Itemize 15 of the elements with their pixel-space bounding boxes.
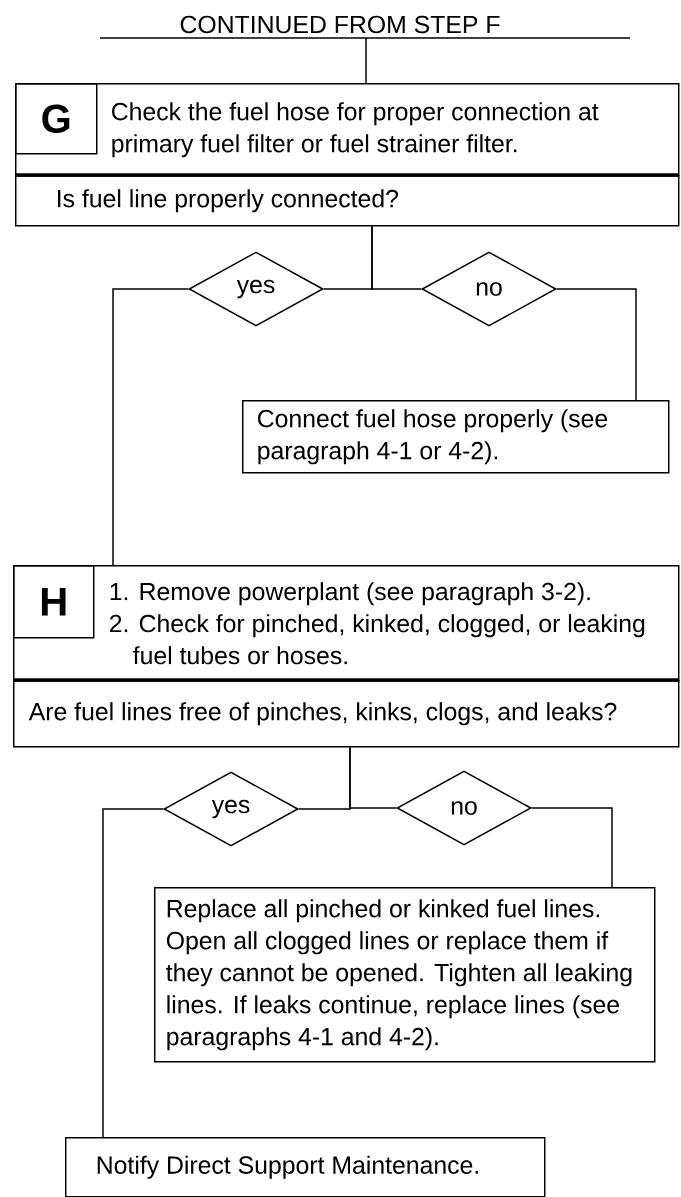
connector-line: [102, 808, 164, 1138]
connector-line: [365, 37, 367, 84]
action-box: Replace all pinched or kinked fuel lines. Open all clogged lines or replace them if they cannot be opened. Tighten all leaking lines. If leaks continue, replace lines (see paragraphs 4-1 and 4-2).: [154, 887, 656, 1063]
question-box: Are fuel lines free of pinches, kinks, clogs, and leaks?: [13, 680, 680, 748]
connector-line: [349, 746, 397, 809]
step-letter-box: G: [15, 83, 98, 155]
step-letter-box: H: [13, 565, 95, 639]
heading: CONTINUED FROM STEP F: [99, 15, 631, 39]
connector-line: [371, 225, 422, 290]
connector-line: [112, 288, 189, 566]
question-box: Is fuel line properly connected?: [15, 175, 680, 227]
action-box: Notify Direct Support Maintenance.: [65, 1137, 546, 1197]
action-box: Connect fuel hose properly (see paragraph 4-1 or 4-2).: [242, 400, 670, 474]
connector-line: [556, 288, 637, 401]
connector-line: [531, 807, 613, 888]
